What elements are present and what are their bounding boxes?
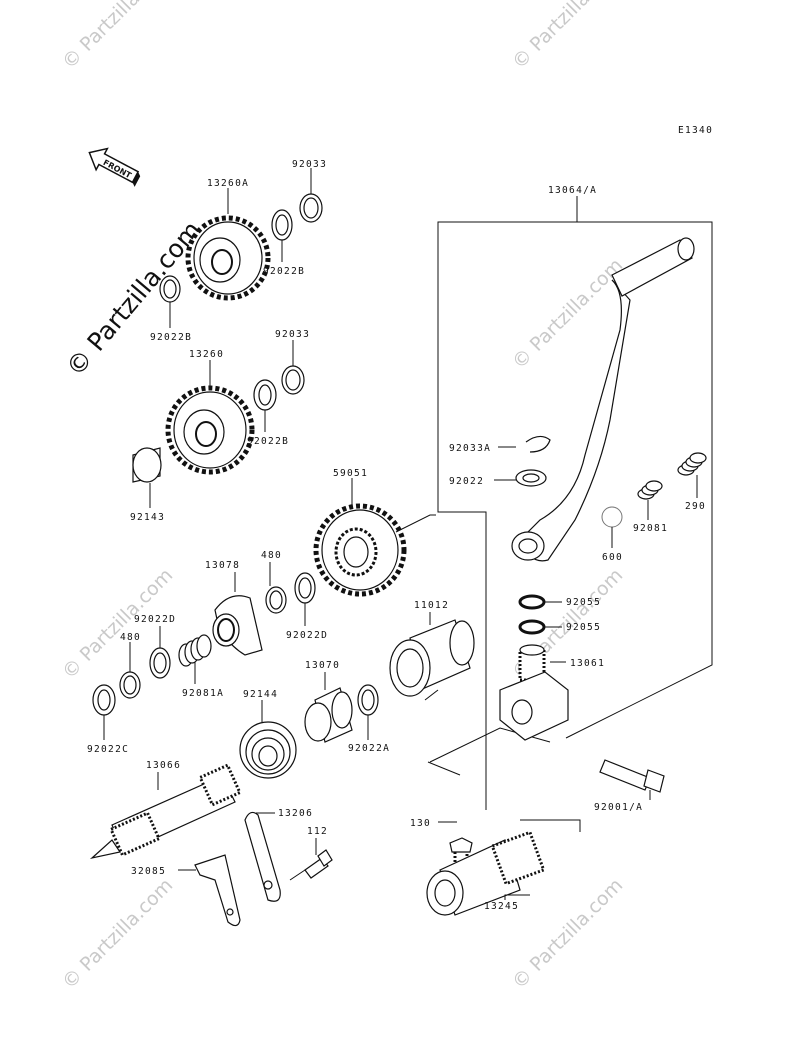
circlip-92033a <box>525 435 551 453</box>
label-130: 130 <box>410 818 431 829</box>
label-92055-b: 92055 <box>566 622 601 633</box>
spring-92081 <box>637 480 663 500</box>
washer-92033-mid <box>281 365 305 395</box>
front-arrow-icon: FRONT <box>88 147 141 187</box>
label-92143: 92143 <box>130 512 165 523</box>
label-92022d-b: 92022D <box>134 614 176 625</box>
washer-92022 <box>515 469 547 487</box>
label-92033a: 92033A <box>449 443 491 454</box>
label-92033-top: 92033 <box>292 159 327 170</box>
ball-600 <box>601 506 623 528</box>
label-13260a: 13260A <box>207 178 249 189</box>
label-480-a: 480 <box>261 550 282 561</box>
gear-13260a <box>185 215 271 301</box>
kick-boss-13061 <box>499 644 569 741</box>
label-290: 290 <box>685 501 706 512</box>
label-92022a: 92022A <box>348 743 390 754</box>
bolt-112 <box>304 849 333 879</box>
watermark: © Partzilla.com <box>508 874 627 993</box>
spring-92144 <box>239 721 297 779</box>
kick-pinion-13245 <box>426 830 546 916</box>
label-112: 112 <box>307 826 328 837</box>
label-59051: 59051 <box>333 468 368 479</box>
washer-92022b-c <box>253 379 277 411</box>
washer-92022b-b <box>159 275 181 303</box>
washer-480-a <box>265 586 287 614</box>
watermark: © Partzilla.com <box>508 254 627 373</box>
label-92022d-a: 92022D <box>286 630 328 641</box>
label-32085: 32085 <box>131 866 166 877</box>
ratchet-guide-plate-13206 <box>244 811 281 902</box>
label-92055-a: 92055 <box>566 597 601 608</box>
o-ring-92055-b <box>518 619 546 635</box>
watermark: © Partzilla.com <box>58 0 177 74</box>
washer-92022a <box>357 684 379 716</box>
label-92022: 92022 <box>449 476 484 487</box>
label-13260: 13260 <box>189 349 224 360</box>
collar-92143 <box>132 447 162 483</box>
diagram-code: E1340 <box>678 125 713 136</box>
label-92001a: 92001/A <box>594 802 643 813</box>
watermark: © Partzilla.com <box>508 0 627 74</box>
gear-59051 <box>313 503 407 597</box>
label-13078: 13078 <box>205 560 240 571</box>
label-92144: 92144 <box>243 689 278 700</box>
washer-480-b <box>119 671 141 699</box>
label-92033-mid: 92033 <box>275 329 310 340</box>
label-13245: 13245 <box>484 901 519 912</box>
washer-92033-top <box>299 193 323 223</box>
washer-92022b-a <box>271 209 293 241</box>
label-480-b: 480 <box>120 632 141 643</box>
label-92022b-c: 92022B <box>247 436 289 447</box>
spring-290 <box>677 452 707 476</box>
bolt-92001a <box>599 759 665 793</box>
o-ring-92055-a <box>518 594 546 610</box>
ratchet-13078 <box>212 595 263 656</box>
label-92022b-b: 92022B <box>150 332 192 343</box>
label-13066: 13066 <box>146 760 181 771</box>
label-92022c: 92022C <box>87 744 129 755</box>
label-600: 600 <box>602 552 623 563</box>
part-labels: 13260A 92033 92022B 92022B 13260 92033 9… <box>87 159 706 912</box>
label-11012: 11012 <box>414 600 449 611</box>
label-13064a: 13064/A <box>548 185 597 196</box>
label-92022b-a: 92022B <box>263 266 305 277</box>
label-92081a: 92081A <box>182 688 224 699</box>
washer-92022c <box>92 684 116 716</box>
watermark: © Partzilla.com <box>58 874 177 993</box>
gear-13260 <box>165 385 255 475</box>
shaft-13066 <box>89 763 242 860</box>
label-13061: 13061 <box>570 658 605 669</box>
bushing-11012 <box>389 619 475 697</box>
label-92081: 92081 <box>633 523 668 534</box>
pin-32085 <box>194 854 241 927</box>
watermark-dark: © Partzilla.com <box>60 215 206 381</box>
ratchet-guide-13070 <box>304 687 353 743</box>
label-13070: 13070 <box>305 660 340 671</box>
label-13206: 13206 <box>278 808 313 819</box>
kick-lever-13064a <box>511 237 695 562</box>
washer-92022d-a <box>294 572 316 604</box>
spring-92081a <box>178 634 212 667</box>
washer-92022d-b <box>149 647 171 679</box>
